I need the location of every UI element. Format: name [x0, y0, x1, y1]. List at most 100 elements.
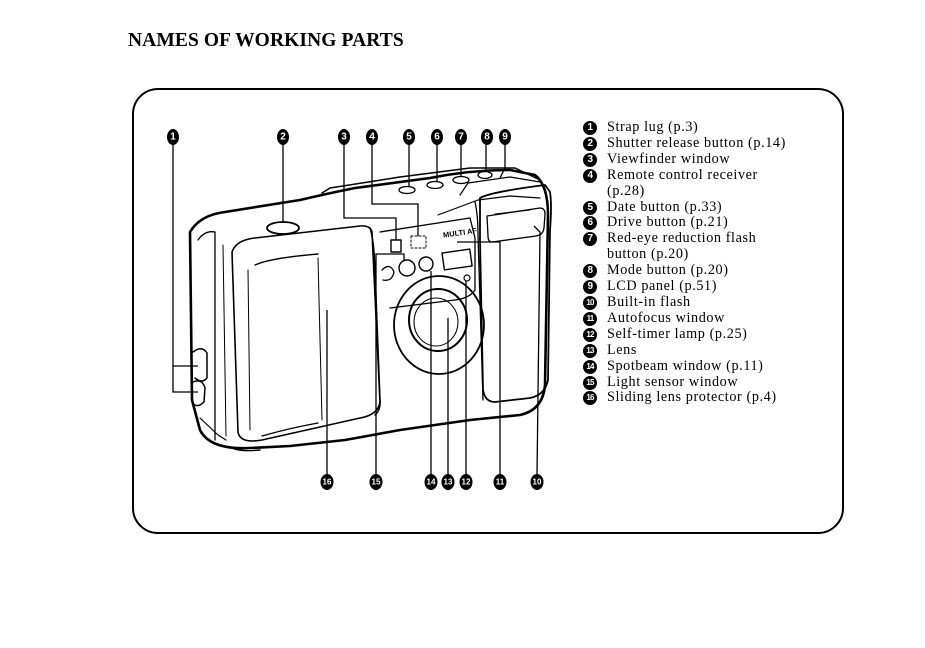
number-badge: 15	[583, 375, 597, 390]
number-badge: 8	[583, 264, 597, 279]
callout-13: 13	[441, 474, 455, 490]
number-badge: 6	[583, 216, 597, 231]
callout-6: 6	[431, 129, 443, 145]
callout-16: 16	[320, 474, 334, 490]
svg-text:15: 15	[372, 478, 381, 487]
legend-item: 16 Sliding lens protector (p.4)	[583, 390, 786, 406]
legend-label: Date button (p.33)	[607, 198, 723, 215]
callout-8: 8	[481, 129, 493, 145]
number-badge: 12	[583, 327, 597, 342]
top-callouts: 1 2 3 4 5 6 7 8 9	[167, 129, 511, 145]
built-in-flash	[486, 207, 546, 243]
shutter-release-button	[266, 221, 300, 235]
svg-text:13: 13	[444, 478, 453, 487]
mode-button	[477, 170, 493, 180]
number-badge: 13	[583, 343, 597, 358]
number-badge: 7	[583, 232, 597, 247]
number-badge: 5	[583, 200, 597, 215]
svg-text:16: 16	[323, 478, 332, 487]
svg-text:6: 6	[434, 132, 440, 143]
number-badge: 1	[583, 121, 597, 135]
legend-item: 4 Remote control receiver (p.28)	[583, 166, 786, 200]
number-badge: 4	[583, 168, 597, 183]
viewfinder-window	[390, 239, 402, 253]
legend-label: Self-timer lamp (p.25)	[607, 325, 748, 342]
callout-12: 12	[459, 474, 473, 490]
legend-label: Red-eye reduction flash button (p.20)	[607, 230, 757, 263]
number-badge: 11	[583, 311, 597, 326]
legend-item: 3 Viewfinder window	[583, 150, 786, 168]
diagram-frame	[132, 88, 844, 534]
legend-label: LCD panel (p.51)	[607, 278, 718, 295]
legend-item: 1 Strap lug (p.3)	[583, 119, 786, 136]
strap-lug-lower	[192, 380, 206, 407]
parts-legend: 1 Strap lug (p.3) 2 Shutter release button …	[583, 119, 786, 406]
remote-receiver	[410, 235, 427, 249]
callout-10: 10	[530, 474, 544, 490]
svg-text:10: 10	[533, 478, 542, 487]
callout-5: 5	[403, 129, 415, 145]
legend-label: Drive button (p.21)	[607, 214, 729, 231]
callout-1: 1	[167, 129, 179, 145]
date-button	[398, 185, 416, 195]
legend-item: 11 Autofocus window	[583, 309, 786, 327]
legend-item: 9 LCD panel (p.51)	[583, 278, 786, 295]
legend-label: Light sensor window	[607, 373, 739, 390]
legend-item: 7 Red-eye reduction flash button (p.20)	[583, 230, 786, 263]
autofocus-window	[441, 248, 473, 271]
sliding-lens-protector	[231, 225, 381, 442]
legend-label: Lens	[607, 341, 637, 358]
bottom-callouts: 16 15 14 13 12 11 10	[320, 474, 544, 490]
svg-text:8: 8	[484, 132, 490, 143]
legend-label: Sliding lens protector (p.4)	[607, 389, 777, 406]
legend-label: Autofocus window	[607, 309, 725, 326]
svg-text:2: 2	[280, 132, 286, 143]
svg-text:5: 5	[406, 132, 412, 143]
legend-item: 13 Lens	[583, 341, 786, 359]
number-badge: 3	[583, 152, 597, 167]
strap-lug-upper	[192, 348, 208, 382]
callout-3: 3	[338, 129, 350, 145]
svg-text:4: 4	[369, 132, 375, 143]
callout-15: 15	[369, 474, 383, 490]
number-badge: 2	[583, 136, 597, 151]
lens-outer-ring	[393, 275, 485, 375]
drive-button	[426, 180, 444, 190]
legend-label: Remote control receiver (p.28)	[607, 166, 758, 199]
callout-7: 7	[455, 129, 467, 145]
legend-label: Strap lug (p.3)	[607, 119, 699, 135]
legend-item: 6 Drive button (p.21)	[583, 215, 786, 231]
svg-text:7: 7	[458, 132, 464, 143]
svg-text:11: 11	[496, 478, 505, 487]
light-sensor-window	[398, 259, 416, 277]
legend-label: Spotbeam window (p.11)	[607, 357, 764, 374]
legend-label: Shutter release button (p.14)	[607, 134, 786, 151]
callout-11: 11	[493, 474, 507, 490]
self-timer-lamp	[463, 274, 471, 282]
legend-label: Viewfinder window	[607, 150, 731, 167]
svg-text:12: 12	[462, 478, 471, 487]
legend-item: 8 Mode button (p.20)	[583, 262, 786, 279]
red-eye-button	[452, 175, 470, 185]
number-badge: 16	[583, 391, 597, 406]
lcd-label: MULTI AF	[442, 226, 477, 240]
legend-label: Built-in flash	[607, 293, 691, 310]
callout-2: 2	[277, 129, 289, 145]
legend-item: 14 Spotbeam window (p.11)	[583, 357, 786, 375]
legend-item: 15 Light sensor window	[583, 373, 786, 391]
page-title: NAMES OF WORKING PARTS	[128, 30, 404, 51]
svg-text:3: 3	[341, 132, 347, 143]
callout-4: 4	[366, 129, 378, 145]
spotbeam-window	[418, 256, 434, 272]
callout-9: 9	[499, 129, 511, 145]
svg-text:14: 14	[427, 478, 436, 487]
number-badge: 14	[583, 359, 597, 374]
callout-14: 14	[424, 474, 438, 490]
legend-item: 5 Date button (p.33)	[583, 198, 786, 216]
number-badge: 10	[583, 295, 597, 310]
legend-item: 2 Shutter release button (p.14)	[583, 134, 786, 152]
svg-text:9: 9	[502, 132, 508, 143]
legend-label: Mode button (p.20)	[607, 262, 729, 279]
number-badge: 9	[583, 280, 597, 295]
